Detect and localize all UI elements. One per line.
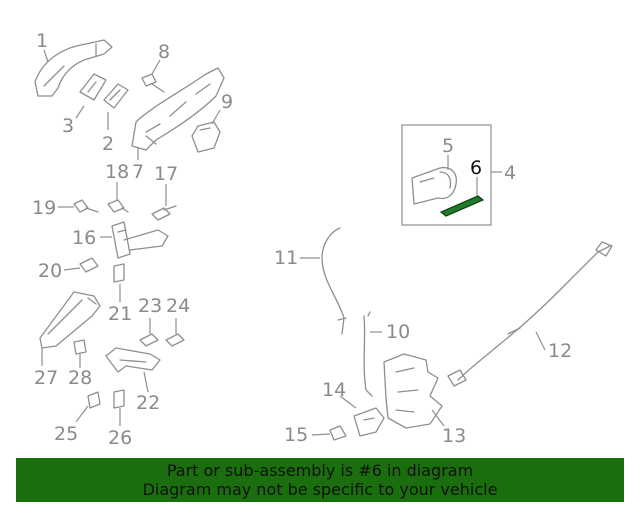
leader-22 (143, 371, 149, 393)
leader-13 (431, 409, 445, 427)
leader-8 (151, 59, 161, 75)
part-12-cable-end (447, 241, 613, 387)
callout-14: 14 (322, 379, 346, 401)
part-5-lock-cylinder (411, 166, 457, 205)
callout-18: 18 (105, 161, 129, 183)
callout-1: 1 (36, 30, 48, 52)
leader-12 (535, 331, 546, 351)
part-22-lower-hinge (105, 347, 161, 373)
callout-27: 27 (34, 367, 58, 389)
callout-2: 2 (102, 133, 114, 155)
leader-15 (311, 433, 331, 436)
part-10-rod (363, 311, 373, 397)
part-13-latch (383, 353, 443, 429)
part-23-bolt (139, 333, 159, 347)
callout-16: 16 (72, 227, 96, 249)
callout-13: 13 (442, 425, 466, 447)
part-19-bolt (73, 199, 99, 213)
callout-12: 12 (548, 340, 572, 362)
callout-17: 17 (154, 163, 178, 185)
callout-22: 22 (136, 392, 160, 414)
part-17-bolt (151, 205, 177, 221)
part-1-outer-handle (34, 39, 113, 97)
part-2-gasket (103, 83, 129, 109)
part-14-bracket (353, 407, 385, 437)
part-12-cable (457, 245, 611, 381)
part-8-bolt (141, 73, 165, 93)
callout-6: 6 (470, 157, 482, 179)
part-28-bolt (73, 339, 87, 355)
part-6-highlighted-rod (439, 195, 485, 217)
callout-8: 8 (158, 41, 170, 63)
part-15-bolt (329, 425, 347, 441)
leader-1 (43, 49, 49, 63)
leader-9 (211, 109, 221, 125)
part-3-pad (79, 73, 107, 101)
callout-9: 9 (221, 91, 233, 113)
callout-19: 19 (32, 197, 56, 219)
part-18-bolt (107, 199, 129, 213)
part-20-bolt (79, 257, 99, 273)
callout-7: 7 (132, 161, 144, 183)
callout-21: 21 (108, 303, 132, 325)
callout-28: 28 (68, 367, 92, 389)
part-26-bolt (113, 389, 125, 409)
part-4-box (401, 124, 492, 226)
footer-banner: Part or sub-assembly is #6 in diagram Di… (16, 458, 624, 502)
part-27-check-strap (39, 291, 101, 349)
callout-24: 24 (166, 295, 190, 317)
callout-10: 10 (386, 321, 410, 343)
part-24-bolt (165, 333, 185, 347)
leader-20 (63, 267, 81, 271)
part-11-cable (321, 227, 347, 335)
part-25-bolt (87, 391, 101, 409)
callout-4: 4 (504, 162, 516, 184)
footer-line-disclaimer: Diagram may not be specific to your vehi… (142, 480, 498, 499)
callout-23: 23 (138, 295, 162, 317)
leader-25 (75, 405, 89, 423)
leader-3 (75, 105, 85, 119)
part-7-handle-frame (131, 67, 225, 151)
callout-5: 5 (442, 135, 454, 157)
callout-11: 11 (274, 247, 298, 269)
callout-26: 26 (108, 427, 132, 449)
part-16-hinge (111, 221, 169, 259)
parts-diagram: 1 2 3 4 5 6 7 8 9 10 11 12 13 14 15 16 1… (32, 30, 613, 449)
footer-line-part-note: Part or sub-assembly is #6 in diagram (166, 461, 474, 480)
callout-15: 15 (284, 424, 308, 446)
part-21-bolt (113, 263, 125, 283)
callout-3: 3 (62, 115, 74, 137)
part-9-cap (191, 121, 221, 153)
callout-20: 20 (38, 260, 62, 282)
leader-14 (339, 395, 357, 409)
callout-25: 25 (54, 423, 78, 445)
